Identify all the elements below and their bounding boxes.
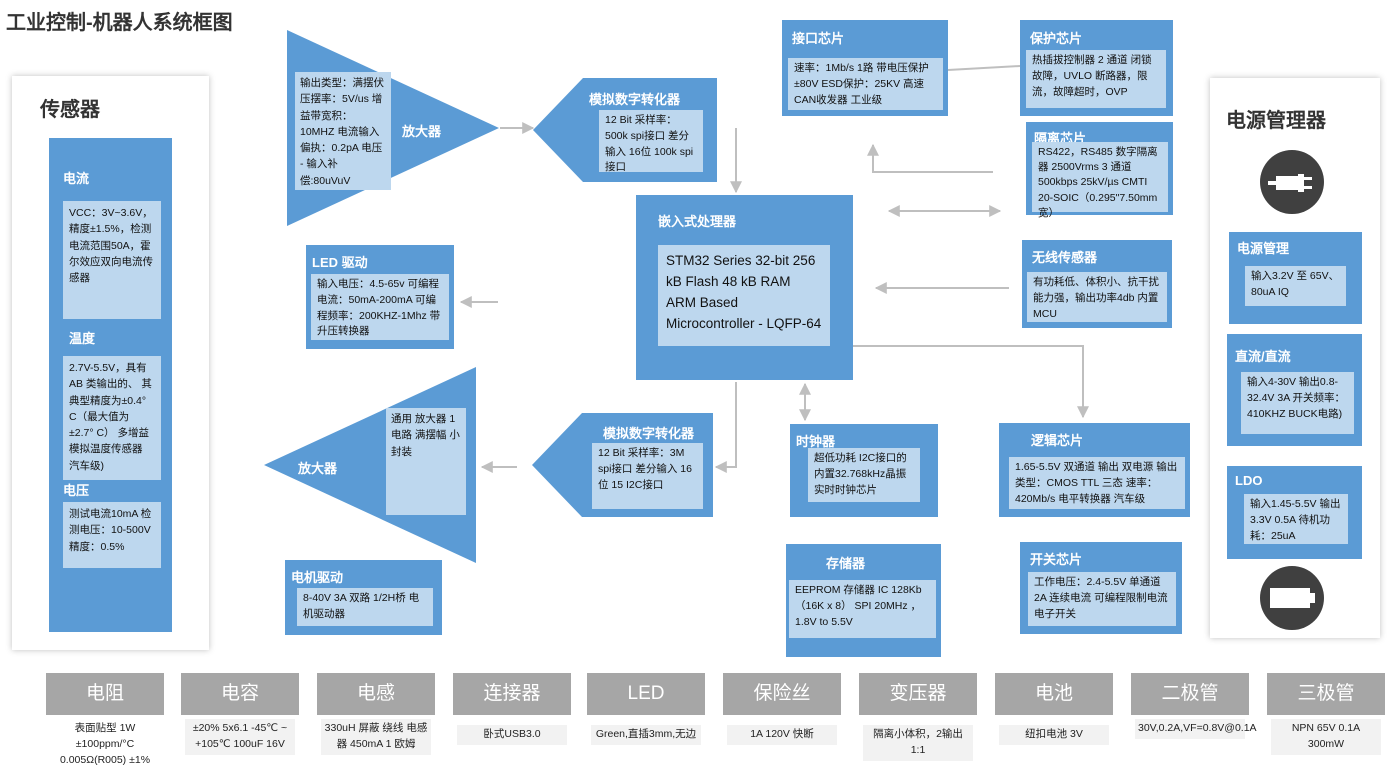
clock-chip-spec: 超低功耗 I2C接口的内置32.768kHz晶振 实时时钟芯片 [808,448,920,502]
component-resistor: 电阻 表面贴型 1W ±100ppm/°C 0.005Ω(R005) ±1% [46,673,164,771]
isolation-chip-spec: RS422，RS485 数字隔离器 2500Vrms 3 通道 500kbps … [1032,142,1168,219]
battery-icon [1260,566,1324,630]
component-transistor-desc: NPN 65V 0.1A 300mW [1271,719,1381,755]
link-interface-protect [947,65,1021,71]
component-fuse: 保险丝 1A 120V 快断 [723,673,841,745]
component-connector: 连接器 卧式USB3.0 [453,673,571,745]
pm-block: 电源管理 输入3.2V 至 65V、80uA IQ [1229,232,1362,324]
amp-top-label: 放大器 [402,124,442,139]
pm-spec: 输入3.2V 至 65V、80uA IQ [1245,266,1346,306]
component-resistor-desc: 表面贴型 1W ±100ppm/°C 0.005Ω(R005) ±1% [50,719,160,771]
component-transformer: 变压器 隔离小体积，2输出1:1 [859,673,977,761]
switch-chip-spec: 工作电压：2.4-5.5V 单通道2A 连续电流 可编程限制电流 电子开关 [1028,572,1176,626]
component-inductor-name: 电感 [317,673,435,715]
component-fuse-name: 保险丝 [723,673,841,715]
voltage-sensor-box: 测试电流10mA 检测电压：10-500V 精度：0.5% [63,502,161,568]
amp-bottom-label: 放大器 [298,461,338,476]
ldo-title: LDO [1235,473,1263,488]
pm-title: 电源管理 [1237,241,1290,256]
sensor-panel-title: 传感器 [40,99,100,121]
component-transformer-name: 变压器 [859,673,977,715]
current-sensor-box: VCC：3V~3.6V，精度±1.5%，检测电流范围50A，霍尔效应双向电流传感… [63,201,161,319]
adc-top-spec: 12 Bit 采样率：500k spi接口 差分输入 16位 100k spi接… [599,110,703,173]
protect-chip-spec: 热插拔控制器 2 通道 闭锁故障，UVLO 断路器，限流，故障超时，OVP [1026,50,1166,108]
switch-chip-title: 开关芯片 [1030,552,1083,567]
power-panel: 电源管理器 电源管理 输入3.2V 至 65V、80uA IQ 直流/直流 输入… [1210,78,1380,638]
page-title: 工业控制-机器人系统框图 [6,12,233,34]
interface-chip-title: 接口芯片 [792,31,845,46]
ldo-spec: 输入1.45-5.5V 输出 3.3V 0.5A 待机功耗：25uA [1244,494,1348,544]
ldo-block: LDO 输入1.45-5.5V 输出 3.3V 0.5A 待机功耗：25uA [1227,466,1362,559]
switch-chip-block: 开关芯片 工作电压：2.4-5.5V 单通道2A 连续电流 可编程限制电流 电子… [1020,542,1182,634]
wireless-sensor-title: 无线传感器 [1032,250,1098,265]
component-transformer-desc: 隔离小体积，2输出1:1 [863,725,973,761]
component-inductor: 电感 330uH 屏蔽 绕线 电感器 450mA 1 欧姆 [317,673,435,755]
component-led: LED Green,直插3mm,无边 [587,673,705,745]
dcdc-spec: 输入4-30V 输出0.8-32.4V 3A 开关频率：410KHZ BUCK电… [1241,372,1354,434]
component-led-desc: Green,直插3mm,无边 [591,725,701,745]
component-diode-name: 二极管 [1131,673,1249,715]
adc-bottom-title: 模拟数字转化器 [603,426,695,441]
mcu-block: 嵌入式处理器 STM32 Series 32-bit 256 kB Flash … [636,195,853,380]
storage-block: 存储器 EEPROM 存储器 IC 128Kb（16K x 8） SPI 20M… [786,544,941,657]
temperature-label: 温度 [69,331,96,346]
current-label: 电流 [63,171,90,186]
isolation-chip-block: 隔离芯片 RS422，RS485 数字隔离器 2500Vrms 3 通道 500… [1026,122,1173,219]
arrow-to-interface [867,143,993,173]
component-fuse-desc: 1A 120V 快断 [727,725,837,745]
power-panel-title: 电源管理器 [1226,110,1326,132]
sensor-column: 电流 VCC：3V~3.6V，精度±1.5%，检测电流范围50A，霍尔效应双向电… [49,138,172,632]
clock-chip-block: 时钟器 超低功耗 I2C接口的内置32.768kHz晶振 实时时钟芯片 [790,424,938,517]
component-inductor-desc: 330uH 屏蔽 绕线 电感器 450mA 1 欧姆 [321,719,431,755]
temperature-sensor-box: 2.7V-5.5V，具有AB 类输出的、 其典型精度为±0.4° C（最大值为 … [63,356,161,480]
component-led-name: LED [587,673,705,715]
component-diode-desc: 30V,0.2A,VF=0.8V@0.1A [1135,719,1257,739]
protect-chip-block: 保护芯片 热插拔控制器 2 通道 闭锁故障，UVLO 断路器，限流，故障超时，O… [1020,20,1173,116]
dcdc-block: 直流/直流 输入4-30V 输出0.8-32.4V 3A 开关频率：410KHZ… [1227,334,1362,446]
component-capacitor-desc: ±20% 5x6.1 -45℃ ~ +105℃ 100uF 16V [185,719,295,755]
arrow-mcu-to-adc-bottom [714,382,737,473]
led-driver-spec: 输入电压：4.5-65v 可编程 电流：50mA-200mA 可编程频率：200… [311,274,449,340]
wireless-sensor-block: 无线传感器 有功耗低、体积小、抗干扰能力强，输出功率4db 内置MCU [1022,240,1172,328]
power-plug-icon [1260,150,1324,214]
led-driver-title: LED 驱动 [312,255,368,270]
component-connector-desc: 卧式USB3.0 [457,725,567,745]
sensor-panel: 传感器 电流 VCC：3V~3.6V，精度±1.5%，检测电流范围50A，霍尔效… [12,76,209,650]
amp-bottom-spec: 通用 放大器 1 电路 满摆幅 小封装 [386,408,466,515]
component-transistor: 三极管 NPN 65V 0.1A 300mW [1267,673,1385,755]
adc-bottom-spec: 12 Bit 采样率：3M spi接口 差分输入 16位 15 I2C接口 [592,443,703,509]
led-driver-block: LED 驱动 输入电压：4.5-65v 可编程 电流：50mA-200mA 可编… [306,245,454,349]
storage-spec: EEPROM 存储器 IC 128Kb（16K x 8） SPI 20MHz ，… [789,580,936,638]
storage-title: 存储器 [826,556,866,571]
motor-driver-title: 电机驱动 [291,570,344,585]
arrow-mcu-to-logic [853,345,1089,419]
interface-chip-block: 接口芯片 速率：1Mb/s 1路 带电压保护±80V ESD保护：25KV 高速… [782,20,948,116]
motor-driver-block: 电机驱动 8-40V 3A 双路 1/2H桥 电机驱动器 [285,560,442,635]
logic-chip-spec: 1.65-5.5V 双通道 输出 双电源 输出类型：CMOS TTL 三态 速率… [1009,457,1185,509]
protect-chip-title: 保护芯片 [1030,31,1083,46]
component-battery-desc: 纽扣电池 3V [999,725,1109,745]
component-resistor-name: 电阻 [46,673,164,715]
voltage-label: 电压 [63,483,90,498]
mcu-title: 嵌入式处理器 [658,214,737,229]
component-battery: 电池 纽扣电池 3V [995,673,1113,745]
clock-chip-title: 时钟器 [796,434,836,449]
component-diode: 二极管 30V,0.2A,VF=0.8V@0.1A [1131,673,1257,739]
component-capacitor-name: 电容 [181,673,299,715]
logic-chip-block: 逻辑芯片 1.65-5.5V 双通道 输出 双电源 输出类型：CMOS TTL … [999,423,1190,517]
mcu-spec: STM32 Series 32-bit 256 kB Flash 48 kB R… [658,245,830,346]
component-connector-name: 连接器 [453,673,571,715]
logic-chip-title: 逻辑芯片 [1031,433,1084,448]
component-capacitor: 电容 ±20% 5x6.1 -45℃ ~ +105℃ 100uF 16V [181,673,299,755]
interface-chip-spec: 速率：1Mb/s 1路 带电压保护±80V ESD保护：25KV 高速CAN收发… [788,58,943,110]
component-battery-name: 电池 [995,673,1113,715]
adc-top-title: 模拟数字转化器 [589,92,681,107]
motor-driver-spec: 8-40V 3A 双路 1/2H桥 电机驱动器 [297,588,433,626]
dcdc-title: 直流/直流 [1235,349,1291,364]
wireless-sensor-spec: 有功耗低、体积小、抗干扰能力强，输出功率4db 内置MCU [1027,272,1167,322]
component-transistor-name: 三极管 [1267,673,1385,715]
amp-top-spec: 输出类型：满摆伏 压摆率：5V/us 增益带宽积：10MHZ 电流输入偏执：0.… [295,72,391,190]
